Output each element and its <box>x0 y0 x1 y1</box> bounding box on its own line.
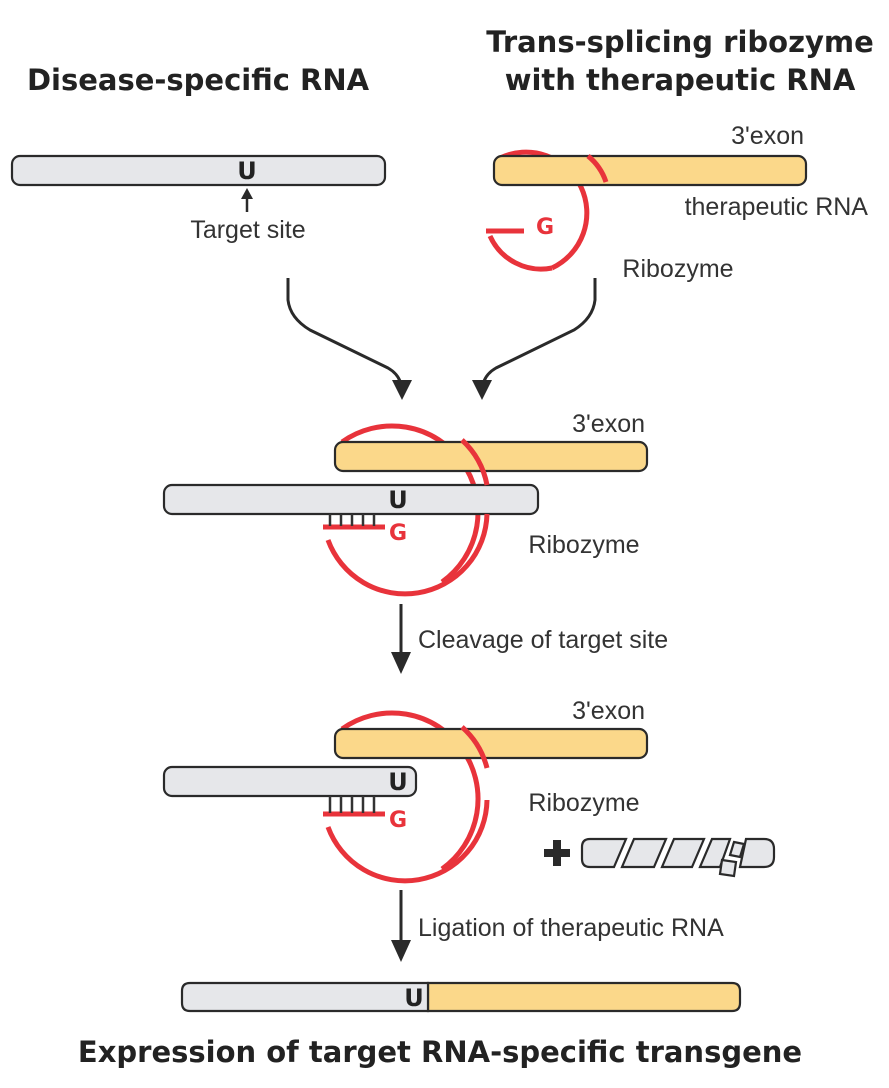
final-u-base: U <box>404 984 424 1012</box>
stage2-target-rna-strand <box>162 483 540 516</box>
stage2-ribozyme-label: Ribozyme <box>528 531 639 559</box>
therapeutic-rna-label: therapeutic RNA <box>685 193 869 221</box>
disease-rna-strand: U <box>10 154 387 187</box>
target-site-label: Target site <box>190 216 305 244</box>
stage2-complex: U G <box>162 423 649 597</box>
top-ribozyme-label: Ribozyme <box>622 255 733 283</box>
stage3-exon-label: 3'exon <box>572 697 645 725</box>
top-ribozyme-overlap <box>586 154 609 183</box>
top-exon-label: 3'exon <box>731 122 804 150</box>
stage3-ribozyme-label: Ribozyme <box>528 789 639 817</box>
stage2-therapeutic-rna-strand <box>333 440 649 473</box>
stage3-u-base: U <box>388 768 408 796</box>
target-u-base: U <box>237 157 257 185</box>
trans-ribozyme-title-line2: with therapeutic RNA <box>505 63 856 97</box>
stage2-exon-label: 3'exon <box>572 410 645 438</box>
plus-icon <box>544 840 570 866</box>
cleavage-step-label: Cleavage of target site <box>418 626 668 654</box>
ligation-step-label: Ligation of therapeutic RNA <box>418 914 724 942</box>
stage2-u-base: U <box>388 486 408 514</box>
top-therapeutic-rna-strand <box>492 154 808 187</box>
stage3-therapeutic-rna-strand <box>333 727 649 760</box>
disease-rna-title: Disease-specific RNA <box>27 63 370 97</box>
top-g-base: G <box>536 215 554 240</box>
ligation-arrow <box>391 890 411 962</box>
stage3-g-base: G <box>389 808 407 833</box>
top-ribozyme <box>486 149 590 272</box>
cleavage-arrow <box>391 604 411 674</box>
stage3-base-pairing <box>328 796 376 813</box>
expression-title: Expression of target RNA-specific transg… <box>78 1035 802 1069</box>
final-spliced-rna: U <box>180 981 742 1013</box>
stage3-target-rna-fragment <box>162 765 418 798</box>
stage3-complex: U G <box>162 710 649 884</box>
right-converge-arrow <box>472 278 597 400</box>
left-converge-arrow <box>286 278 412 400</box>
stage2-base-pairing <box>328 514 376 526</box>
trans-ribozyme-title-line1: Trans-splicing ribozyme <box>486 25 874 59</box>
degraded-rna-fragments <box>580 837 776 878</box>
target-site-arrow <box>241 188 253 212</box>
stage2-g-base: G <box>389 521 407 546</box>
